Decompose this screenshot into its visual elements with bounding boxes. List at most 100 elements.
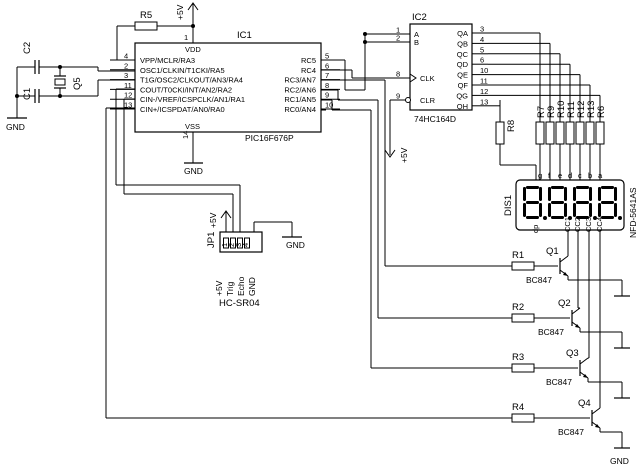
display-seg-pin-label: f	[548, 171, 551, 180]
digit-segment	[573, 203, 576, 217]
gnd-label-crystal: GND	[6, 122, 25, 132]
transistor-ref: Q1	[546, 246, 559, 257]
driver-resistor-body	[511, 413, 535, 423]
jp1-pin-label: GND	[247, 277, 257, 296]
seg-resistor-label: R12	[576, 101, 587, 118]
ic1-right-pin-label: RC0/AN4	[284, 105, 316, 114]
ic1-right-pin-num: 9	[325, 91, 329, 100]
digit-dp	[593, 216, 597, 220]
seg-resistor-label: R13	[586, 101, 597, 118]
gnd-label-ic1: GND	[184, 166, 203, 176]
digit-segment	[614, 203, 617, 217]
vcc-label-jp1: +5V	[208, 212, 218, 228]
ic1-left-pin-label: OSC1/CLKIN/T1CKI/RA5	[140, 66, 225, 75]
display-common-pin-label: CC4	[595, 217, 604, 232]
display-part: NFD-5641AS	[628, 187, 638, 238]
digit-segment	[589, 187, 592, 201]
digit-segment	[523, 203, 526, 217]
ic1-right-pin-label: RC2/AN6	[284, 85, 316, 94]
ic1-left-pin-num: 2	[124, 61, 128, 70]
digit-dp	[568, 216, 572, 220]
ic2-input-wiring: +5V	[358, 32, 411, 163]
digit-segment	[601, 186, 614, 189]
ic2-right-pin-num: 6	[480, 56, 484, 65]
jp1-pin-number: 2	[227, 243, 236, 247]
ic1-vss-pin: 14	[181, 131, 190, 139]
display-digits	[523, 186, 622, 220]
display-seg-pin-label: g	[538, 171, 542, 180]
seg-resistor-body	[585, 121, 595, 145]
ic2-right-pin-label: QF	[458, 81, 469, 90]
ic2-left-pin-num: 9	[396, 92, 400, 101]
seg-resistor-label: R11	[566, 101, 577, 118]
driver-resistor-label: R2	[512, 302, 524, 313]
jp1-pin-number: 4	[241, 243, 250, 247]
digit-segment	[576, 216, 589, 219]
ic2-part: 74HC164D	[414, 114, 456, 124]
ic1-left-pin-num: 3	[124, 71, 128, 80]
display-ref: DIS1	[503, 195, 514, 216]
emitter-arrow	[563, 272, 568, 276]
digit-segment	[539, 187, 542, 201]
ic1-right-pin-label: RC3/AN7	[284, 76, 316, 85]
display-seg-pin-label: e	[558, 171, 562, 180]
ic1-left-pin-label: CIN-/VREF/ICSPCLK/AN1/RA1	[140, 95, 245, 104]
ic1-left-pin-label: VPP/MCLR/RA3	[140, 56, 195, 65]
driver-resistor-label: R1	[512, 250, 524, 261]
ic1-right-pin-num: 10	[325, 101, 333, 110]
ic1-right-pin-num: 8	[325, 81, 329, 90]
digit-segment	[551, 186, 564, 189]
gnd-symbol-ic1: GND	[184, 162, 203, 176]
driver-resistor-body	[511, 363, 535, 373]
transistor-ref: Q2	[558, 298, 571, 309]
ic1-right-pin-label: RC5	[301, 56, 316, 65]
jp1-pin-label: Trig	[225, 281, 235, 296]
digit-segment	[601, 201, 614, 204]
driver-resistor-label: R4	[512, 402, 524, 413]
ic2-right-pin-num: 4	[480, 35, 484, 44]
ic2-right-pin-num: 12	[480, 87, 488, 96]
label-r8: R8	[506, 120, 517, 132]
ic1-left-pin-label: COUT/T0CKI/INT/AN2/RA2	[140, 85, 232, 94]
digit-segment	[564, 203, 567, 217]
ic2-right-pin-num: 10	[480, 66, 488, 75]
display-seg-pin-label: a	[598, 171, 603, 180]
digit-segment	[601, 216, 614, 219]
seg-resistor-body	[575, 121, 585, 145]
ic2-right-pin-label: QC	[457, 50, 469, 59]
ic2-left-pin-label: B	[414, 38, 419, 47]
ic2-right-pin-label: QA	[457, 29, 468, 38]
transistor-collector	[571, 307, 581, 315]
label-c1: C1	[22, 88, 33, 100]
digit-segment	[548, 187, 551, 201]
driver-resistor-body	[511, 261, 535, 271]
jp1-ref: JP1	[206, 232, 217, 248]
label-c2: C2	[22, 42, 33, 54]
jp1-pin-pad	[244, 237, 250, 249]
ic2-right-pin-label: QB	[457, 39, 468, 48]
crystal-network: C2 C1 GND Q5	[6, 42, 135, 132]
digit-segment	[573, 187, 576, 201]
ic1-left-pin-num: 13	[124, 101, 132, 110]
display-dp-pin-label: dp	[531, 225, 540, 233]
ic2-ref: IC2	[412, 12, 427, 23]
ic1-right-pin-num: 6	[325, 61, 329, 70]
digit-segment	[614, 187, 617, 201]
driver-resistor-body	[511, 313, 535, 323]
display-seg-pin-label: d	[568, 171, 572, 180]
seg-resistor-body	[555, 121, 565, 145]
ic1-left-pin-num: 11	[124, 81, 132, 90]
ic2-right-pin-label: QH	[457, 102, 468, 111]
digit-segment	[598, 203, 601, 217]
jp1-pin-label: Echo	[236, 276, 246, 296]
display-common-pin-label: CC2	[573, 217, 582, 232]
digit-segment	[551, 201, 564, 204]
signal-wires	[105, 59, 512, 419]
